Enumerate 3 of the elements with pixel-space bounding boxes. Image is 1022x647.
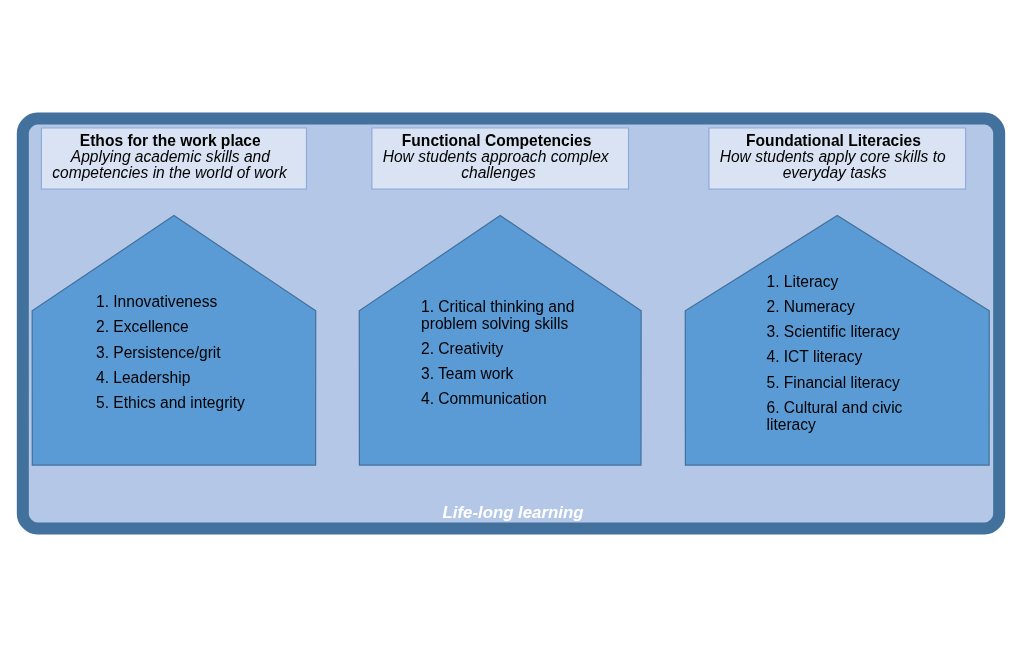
node-box: Functional Competencies How students approach complex challenges xyxy=(371,127,630,190)
node-box: Ethos for the work place Applying academic skills and competencies in the world of work xyxy=(40,127,308,190)
node-box: Foundational Literacies How students apply core skills to everyday tasks xyxy=(708,127,967,190)
